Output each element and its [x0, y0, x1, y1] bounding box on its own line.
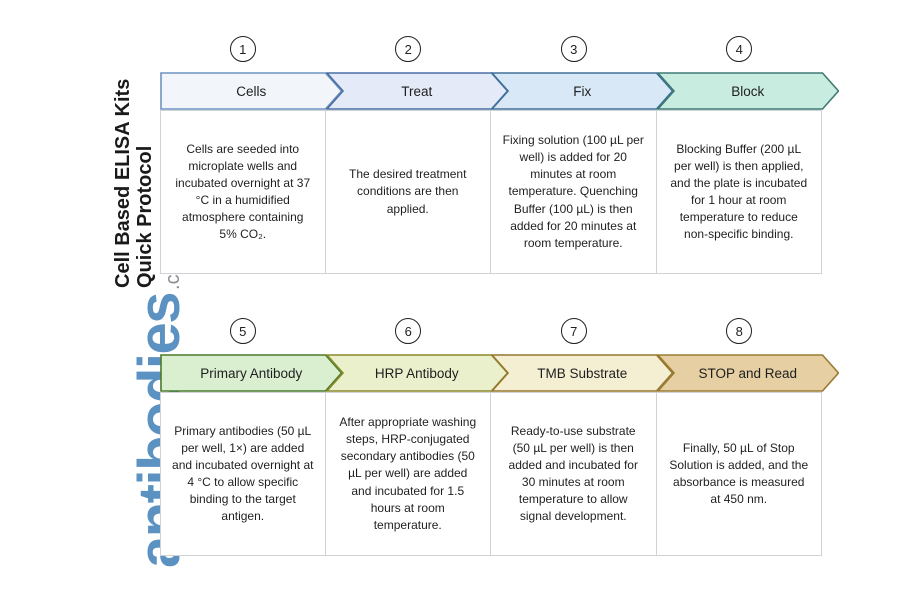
- step-description-band-1: Cells are seeded into microplate wells a…: [160, 110, 846, 274]
- step-label: Cells: [236, 83, 267, 99]
- step-label: TMB Substrate: [537, 365, 628, 381]
- step-description-cell: Blocking Buffer (200 µL per well) is the…: [656, 110, 822, 274]
- step-chevron[interactable]: Fix: [491, 72, 674, 110]
- step-description-cell: Ready-to-use substrate (50 µL per well) …: [491, 392, 657, 556]
- step-description-text: The desired treatment conditions are the…: [349, 167, 467, 216]
- step-description-cell: Primary antibodies (50 µL per well, 1×) …: [160, 392, 326, 556]
- step-description-text: Cells are seeded into microplate wells a…: [175, 141, 311, 242]
- step-chevron-band-1: Cells Treat Fix Block: [160, 72, 846, 110]
- step-number-badge: 4: [726, 36, 753, 62]
- step-number-band-2: 5 6 7 8: [160, 314, 846, 354]
- step-description-cell: Cells are seeded into microplate wells a…: [160, 110, 326, 274]
- step-number-badge: 7: [560, 318, 587, 344]
- step-label: Block: [731, 83, 765, 99]
- step-label: STOP and Read: [698, 365, 798, 381]
- step-description-text: Ready-to-use substrate (50 µL per well) …: [508, 423, 638, 524]
- step-description-cell: The desired treatment conditions are the…: [325, 110, 491, 274]
- step-number-badge: 8: [726, 318, 753, 344]
- step-description-text: Primary antibodies (50 µL per well, 1×) …: [172, 423, 314, 524]
- step-label: Primary Antibody: [200, 365, 303, 381]
- step-number-band-1: 1 2 3 4: [160, 32, 846, 72]
- step-number-badge: 3: [560, 36, 587, 62]
- step-description-text: Fixing solution (100 µL per well) is add…: [502, 133, 644, 250]
- step-chevron[interactable]: HRP Antibody: [325, 354, 508, 392]
- step-chevron[interactable]: Treat: [325, 72, 508, 110]
- step-number-badge: 5: [229, 318, 256, 344]
- step-description-cell: Finally, 50 µL of Stop Solution is added…: [656, 392, 822, 556]
- step-number-badge: 1: [229, 36, 256, 62]
- step-label: Treat: [401, 83, 433, 99]
- step-description-text: Finally, 50 µL of Stop Solution is added…: [669, 440, 809, 507]
- step-chevron[interactable]: Block: [656, 72, 839, 110]
- step-label: HRP Antibody: [374, 365, 459, 381]
- step-chevron[interactable]: TMB Substrate: [491, 354, 674, 392]
- step-label: Fix: [573, 83, 592, 99]
- step-description-text: After appropriate washing steps, HRP-con…: [339, 415, 477, 532]
- step-description-cell: After appropriate washing steps, HRP-con…: [325, 392, 491, 556]
- step-chevron[interactable]: STOP and Read: [656, 354, 839, 392]
- protocol-row-2: 5 6 7 8 Primary Antibody HRP Antibody TMB Sub…: [160, 314, 846, 556]
- step-description-text: Blocking Buffer (200 µL per well) is the…: [670, 141, 808, 242]
- step-description-band-2: Primary antibodies (50 µL per well, 1×) …: [160, 392, 846, 556]
- step-chevron[interactable]: Primary Antibody: [160, 354, 343, 392]
- chevron-shape: [656, 72, 839, 110]
- step-number-badge: 2: [395, 36, 422, 62]
- step-number-badge: 6: [395, 318, 422, 344]
- protocol-row-1: 1 2 3 4 Cells Treat Fix Block Cells are seeded…: [160, 32, 846, 274]
- step-chevron[interactable]: Cells: [160, 72, 343, 110]
- step-description-cell: Fixing solution (100 µL per well) is add…: [491, 110, 657, 274]
- chevron-shape: [656, 354, 839, 392]
- step-chevron-band-2: Primary Antibody HRP Antibody TMB Substrat…: [160, 354, 846, 392]
